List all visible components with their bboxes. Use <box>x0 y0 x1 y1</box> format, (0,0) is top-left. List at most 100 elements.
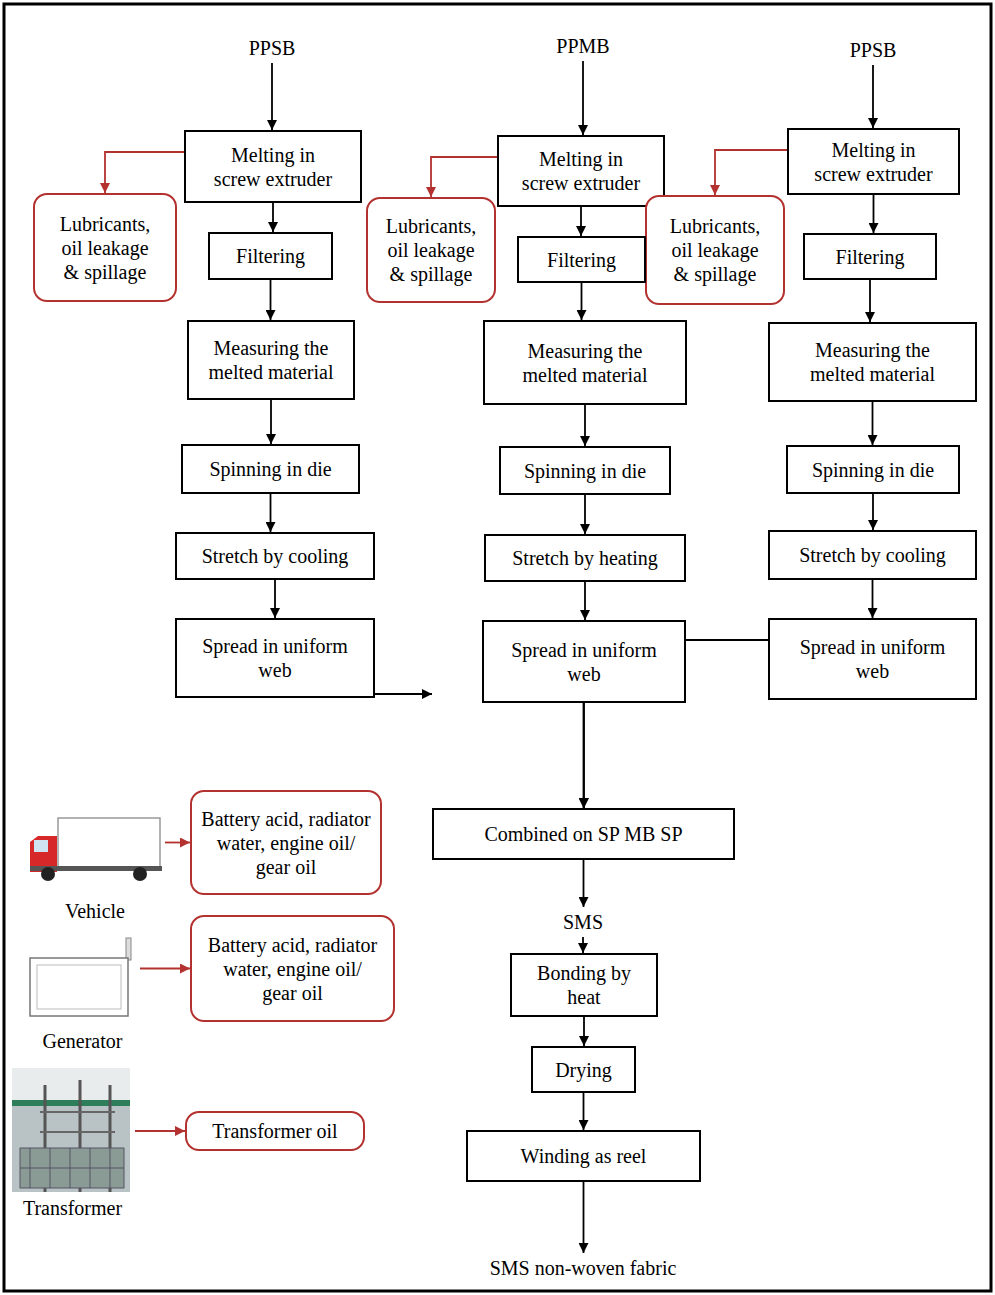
process-box: Bonding by heat <box>510 953 658 1017</box>
node-text: Melting in screw extruder <box>208 143 338 191</box>
flow-arrow <box>715 150 787 195</box>
node-text: Winding as reel <box>521 1144 647 1168</box>
node-text: Filtering <box>836 245 905 269</box>
material-label: PPSB <box>245 33 300 63</box>
flow-arrow <box>135 1130 185 1132</box>
process-box: Melting in screw extruder <box>497 135 665 207</box>
waste-box: Lubricants, oil leakage & spillage <box>645 195 785 305</box>
node-text: Transformer oil <box>212 1119 337 1143</box>
flow-arrow <box>270 280 272 320</box>
node-text: Transformer <box>23 1196 122 1220</box>
flow-arrow <box>582 61 584 135</box>
flow-arrow <box>274 580 276 618</box>
flow-arrow <box>872 494 874 530</box>
equipment-icon: Generator <box>25 935 140 1055</box>
node-text: Spinning in die <box>524 459 646 483</box>
flow-arrow <box>583 1093 585 1130</box>
process-box: Drying <box>531 1046 636 1093</box>
node-text: Spread in uniform web <box>504 638 664 686</box>
process-box: Measuring the melted material <box>187 320 355 400</box>
process-box: Measuring the melted material <box>483 320 687 405</box>
material-label: PPSB <box>846 35 901 65</box>
process-box: Winding as reel <box>466 1130 701 1182</box>
node-text: Spinning in die <box>812 458 934 482</box>
process-box: Stretch by heating <box>484 534 686 582</box>
flow-arrow <box>872 402 874 445</box>
process-box: Melting in screw extruder <box>184 130 362 203</box>
flow-arrow <box>583 1017 585 1046</box>
node-text: Bonding by heat <box>518 961 650 1009</box>
node-text: Drying <box>555 1058 612 1082</box>
node-text: Stretch by cooling <box>202 544 349 568</box>
flow-arrow <box>584 405 586 446</box>
process-box: Combined on SP MB SP <box>432 808 735 860</box>
flow-arrow <box>431 157 497 197</box>
equipment-icon: Vehicle <box>25 815 165 925</box>
node-text: Lubricants, oil leakage & spillage <box>665 214 765 286</box>
waste-box: Lubricants, oil leakage & spillage <box>366 197 496 303</box>
flow-arrow <box>583 860 585 907</box>
generator-illustration <box>30 938 131 1016</box>
material-label: SMS <box>559 907 607 937</box>
outer-frame <box>4 4 991 1291</box>
flow-arrow <box>584 582 586 620</box>
process-box: Spread in uniform web <box>175 618 375 698</box>
node-text: Melting in screw extruder <box>516 147 646 195</box>
process-box: Filtering <box>517 236 646 283</box>
flow-arrow <box>584 495 586 534</box>
flow-arrow <box>583 1182 585 1253</box>
process-box: Stretch by cooling <box>175 532 375 580</box>
flow-arrow <box>140 968 190 970</box>
node-text: PPSB <box>249 36 296 60</box>
node-text: PPSB <box>850 38 897 62</box>
node-text: Measuring the melted material <box>515 339 655 387</box>
flow-arrow <box>869 280 871 322</box>
flow-arrow <box>165 842 190 844</box>
node-text: Spinning in die <box>209 457 331 481</box>
waste-box: Battery acid, radiator water, engine oil… <box>190 915 395 1022</box>
flow-arrow <box>272 203 274 232</box>
flow-arrow <box>270 400 272 444</box>
waste-box: Transformer oil <box>185 1111 365 1151</box>
node-text: Generator <box>43 1029 123 1053</box>
flow-arrow <box>581 283 583 320</box>
flow-arrow <box>872 580 874 618</box>
flow-arrow <box>580 207 582 236</box>
process-box: Filtering <box>208 232 333 280</box>
process-box: Measuring the melted material <box>768 322 977 402</box>
node-text: PPMB <box>556 34 609 58</box>
process-box: Spread in uniform web <box>768 618 977 700</box>
equipment-icon: Transformer <box>10 1062 135 1222</box>
waste-box: Lubricants, oil leakage & spillage <box>33 193 177 302</box>
node-text: Stretch by heating <box>512 546 658 570</box>
node-text: Combined on SP MB SP <box>484 822 682 846</box>
process-box: Filtering <box>803 233 937 280</box>
node-text: Lubricants, oil leakage & spillage <box>55 212 155 284</box>
flow-arrow <box>582 937 584 953</box>
flow-arrow <box>271 63 273 130</box>
node-text: Lubricants, oil leakage & spillage <box>381 214 481 286</box>
node-text: Vehicle <box>65 899 125 923</box>
node-text: SMS <box>563 910 603 934</box>
node-text: Battery acid, radiator water, engine oil… <box>208 933 378 1005</box>
flow-arrow <box>270 494 272 532</box>
truck-illustration <box>30 818 162 881</box>
node-text: Filtering <box>236 244 305 268</box>
process-box: Melting in screw extruder <box>787 128 960 195</box>
flow-arrow <box>375 693 432 695</box>
node-text: Measuring the melted material <box>803 338 943 386</box>
flow-arrow <box>872 65 874 128</box>
process-box: Spinning in die <box>499 446 671 495</box>
node-text: Stretch by cooling <box>799 543 946 567</box>
node-text: Measuring the melted material <box>201 336 341 384</box>
node-text: Spread in uniform web <box>195 634 355 682</box>
waste-box: Battery acid, radiator water, engine oil… <box>190 790 382 895</box>
node-text: SMS non-woven fabric <box>490 1256 677 1280</box>
flow-arrow <box>873 195 875 233</box>
process-box: Spread in uniform web <box>482 620 686 703</box>
node-text: Melting in screw extruder <box>809 138 939 186</box>
node-text: Spread in uniform web <box>793 635 953 683</box>
material-label: SMS non-woven fabric <box>486 1253 681 1283</box>
node-text: Battery acid, radiator water, engine oil… <box>201 807 371 879</box>
material-label: PPMB <box>552 31 613 61</box>
